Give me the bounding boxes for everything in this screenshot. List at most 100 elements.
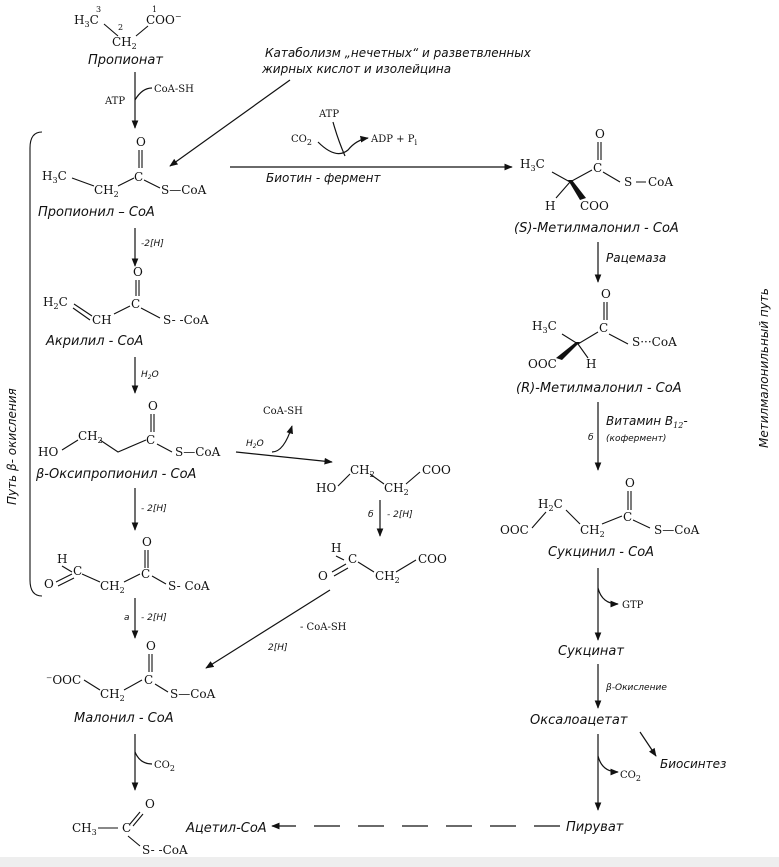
propionyl-methyl: H3C xyxy=(42,169,67,185)
acrylyl-coa-structure: O H2C CH C S- -CoA xyxy=(43,265,209,327)
malonyl-oxygen: O xyxy=(146,639,156,653)
succ-carboxyl: OOC xyxy=(500,523,529,537)
malonyl-carbonyl-bond xyxy=(148,654,153,672)
acetyl-coa-name: Ацетил-CoA xyxy=(185,821,267,836)
carboxylation-side-curve xyxy=(317,135,369,155)
propionate-bonds xyxy=(103,23,149,37)
smm-oxygen: O xyxy=(595,127,605,141)
r2-label: -2[H] xyxy=(141,239,164,249)
hydroxypropionate-ho: HO xyxy=(316,481,336,495)
acrylyl-carbon: C xyxy=(131,297,140,311)
mutase-b: б xyxy=(588,433,594,443)
hydroxypropionate-ch2a: CH2 xyxy=(350,463,375,479)
r3-label: H2O xyxy=(141,370,159,381)
propionyl-coa-structure: O H3C CH2 C S—CoA xyxy=(42,135,207,199)
rmm-carbon: C xyxy=(599,321,608,335)
msa-c: C xyxy=(348,552,357,566)
hydroxypropionate-bonds xyxy=(337,471,421,487)
hydroxypropionyl-coa-structure: O HO CH2 C S—CoA xyxy=(38,399,221,459)
rmm-wedge-bond xyxy=(556,342,580,360)
malonyl-coa-name: Малонил - CoA xyxy=(74,711,174,726)
malonyl-bonds xyxy=(83,679,169,693)
beta-oxidation-path-label: Путь β- окисления xyxy=(5,388,19,505)
smm-carbonyl-bond xyxy=(597,142,602,160)
carboxylation-co2: CO2 xyxy=(291,134,312,147)
side3-coash: - CoA-SH xyxy=(300,622,347,633)
r1-coash-label: CoA-SH xyxy=(154,84,194,95)
msacoa-o-left: O xyxy=(44,577,54,591)
acrylyl-methylene: H2C xyxy=(43,295,68,311)
side3-2h: 2[H] xyxy=(268,643,288,653)
propionyl-methylene: CH2 xyxy=(94,183,119,199)
propionate-methylene: CH2 xyxy=(112,35,137,51)
msacoa-o-top: O xyxy=(142,535,152,549)
acrylyl-bonds xyxy=(72,303,161,321)
msa-h: H xyxy=(331,541,341,555)
rmm-bonds xyxy=(561,331,629,359)
acetyl-carbonyl-bond xyxy=(129,811,144,827)
propionate-carboxylate: COO− xyxy=(146,12,182,27)
succ-bonds xyxy=(531,509,651,529)
hydroxypropionate-structure: HO CH2 CH2 COO xyxy=(316,463,451,497)
acrylyl-ch: CH xyxy=(92,313,112,327)
carbon-number-3: 3 xyxy=(96,5,101,14)
smm-coa: CoA xyxy=(648,175,673,189)
msacoa-carbonyl-bond xyxy=(144,550,149,568)
r-methylmalonyl-coa-name: (R)-Метилмалонил - CoA xyxy=(516,381,682,396)
r4-label: - 2[H] xyxy=(141,504,167,514)
carboxylation-adp-pi: ADP + Pi xyxy=(370,134,417,147)
hydroxypropionyl-thioester: S—CoA xyxy=(175,445,221,459)
hydroxypropionyl-oxygen: O xyxy=(148,399,158,413)
page-bottom-strip xyxy=(0,857,779,867)
acetyl-coa-structure: O CH3 C S- -CoA xyxy=(72,797,188,857)
succ-h2c: H2C xyxy=(538,497,563,513)
propionyl-bonds xyxy=(71,177,161,189)
gtp-release-curve xyxy=(597,587,619,608)
smm-sulfur: S xyxy=(624,175,632,189)
succinate-name: Сукцинат xyxy=(558,644,624,659)
r1-atp-label: ATP xyxy=(104,96,125,107)
malonate-semialdehyde-structure: H C O CH2 COO xyxy=(318,541,447,585)
msa-o: O xyxy=(318,569,328,583)
smm-carbon: C xyxy=(593,161,602,175)
msa-bonds xyxy=(331,555,417,577)
acetyl-carbon: C xyxy=(122,821,131,835)
smm-carboxyl: COO xyxy=(580,199,609,213)
methylmalonyl-path-label: Метилмалонильный путь xyxy=(757,288,771,448)
hydroxypropionate-coo: COO xyxy=(422,463,451,477)
beta-oxidation-bracket xyxy=(29,131,43,597)
propionate-structure: 3 2 1 H3C COO− CH2 xyxy=(74,5,182,51)
acrylyl-coa-name: Акрилил - CoA xyxy=(45,334,143,349)
malonyl-carbon: C xyxy=(144,673,153,687)
rmm-carboxyl: OOC xyxy=(528,357,557,371)
succ-oxygen: O xyxy=(625,476,635,490)
carbonyl-oxygen: O xyxy=(136,135,146,149)
carboxylation-atp: ATP xyxy=(318,109,339,120)
side2-label: - 2[H] xyxy=(387,510,413,520)
biotin-enzyme-label: Биотин - фермент xyxy=(266,171,382,185)
carbonyl-double-bond xyxy=(138,150,143,168)
side1-coash: CoA-SH xyxy=(263,406,303,417)
msacoa-thioester: S- CoA xyxy=(168,579,210,593)
hydroxypropionyl-ho: HO xyxy=(38,445,58,459)
catabolism-note-line2: жирных кислот и изолейцина xyxy=(261,62,451,76)
msacoa-c: C xyxy=(73,564,82,578)
side1-h2o: H2O xyxy=(246,439,264,450)
acetyl-methyl: CH3 xyxy=(72,821,97,837)
acrylyl-oxygen: O xyxy=(133,265,143,279)
r-methylmalonyl-coa-structure: O H3C C S···CoA OOC H xyxy=(528,287,677,371)
hydroxypropionyl-carbonyl-bond xyxy=(150,414,155,432)
arrow-msa-to-malonyl-coa xyxy=(205,589,331,669)
catabolism-note-line1: Катаболизм „нечетных“ и разветвленных xyxy=(265,46,532,60)
succ-carbon: C xyxy=(623,510,632,524)
smm-hydrogen: H xyxy=(545,199,555,213)
smm-wedge-bond xyxy=(568,180,586,200)
hydroxypropionate-ch2b: CH2 xyxy=(384,481,409,497)
malonyl-coa-structure: O ⁻OOC CH2 C S—CoA xyxy=(46,639,216,703)
propionyl-thioester: S—CoA xyxy=(161,183,207,197)
rmm-thioester: S···CoA xyxy=(632,335,677,349)
malonyl-carboxylate: ⁻OOC xyxy=(46,673,81,687)
arrow-to-biosynthesis xyxy=(639,731,657,757)
hydroxypropionyl-ch2: CH2 xyxy=(78,429,103,445)
rmm-hydrogen: H xyxy=(586,357,596,371)
